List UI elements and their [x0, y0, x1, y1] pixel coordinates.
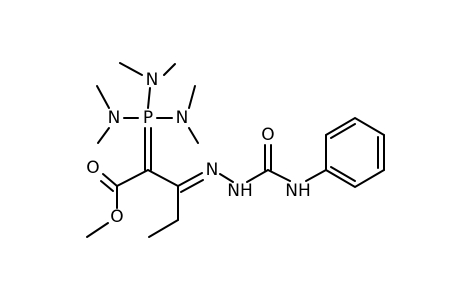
bond-c-n-hydrazone-a	[177, 172, 203, 187]
bond-nright-me1	[188, 85, 196, 109]
bond-c-urea-nh	[267, 169, 291, 182]
bond-nleft-me1	[96, 85, 110, 109]
atom-o-urea: O	[261, 125, 274, 145]
bond-c-ester-o-b	[100, 180, 114, 192]
atom-labels: N N P N O O N NH O NH	[86, 70, 310, 227]
phenyl-double-3	[330, 166, 356, 182]
phenyl-double-1	[330, 123, 356, 139]
atom-o-carbonyl: O	[86, 158, 99, 178]
bond-c-ylide-c-hydrazone	[147, 169, 179, 187]
atom-nh-anilide: NH	[285, 181, 311, 201]
bond-ntop-me1	[119, 62, 143, 76]
bond-nright-me2	[188, 127, 199, 144]
bond-nh-c-urea	[246, 169, 269, 183]
bond-c-ester-o-a	[102, 173, 118, 187]
atom-p: P	[143, 108, 153, 128]
bond-ntop-p	[147, 87, 151, 109]
bond-nleft-me2	[97, 127, 110, 144]
atom-nh-hydrazide: NH	[227, 181, 253, 201]
atom-n-right: N	[176, 108, 189, 128]
atom-n-hydrazone: N	[206, 160, 219, 180]
atom-n-left: N	[108, 108, 121, 128]
atom-n-top: N	[146, 70, 159, 90]
bond-nh-phenyl	[305, 169, 327, 182]
bond-n-nh	[219, 173, 234, 183]
bonds	[86, 62, 385, 238]
bond-o-methyl	[86, 222, 109, 238]
bond-ntop-me2	[163, 63, 176, 76]
phenyl-ring	[325, 116, 385, 189]
bond-c-n-hydrazone-b	[180, 179, 204, 193]
atom-o-ester: O	[110, 207, 123, 227]
bond-ch2-ch3	[148, 219, 179, 238]
bond-c-ylide-c-ester	[116, 169, 149, 187]
